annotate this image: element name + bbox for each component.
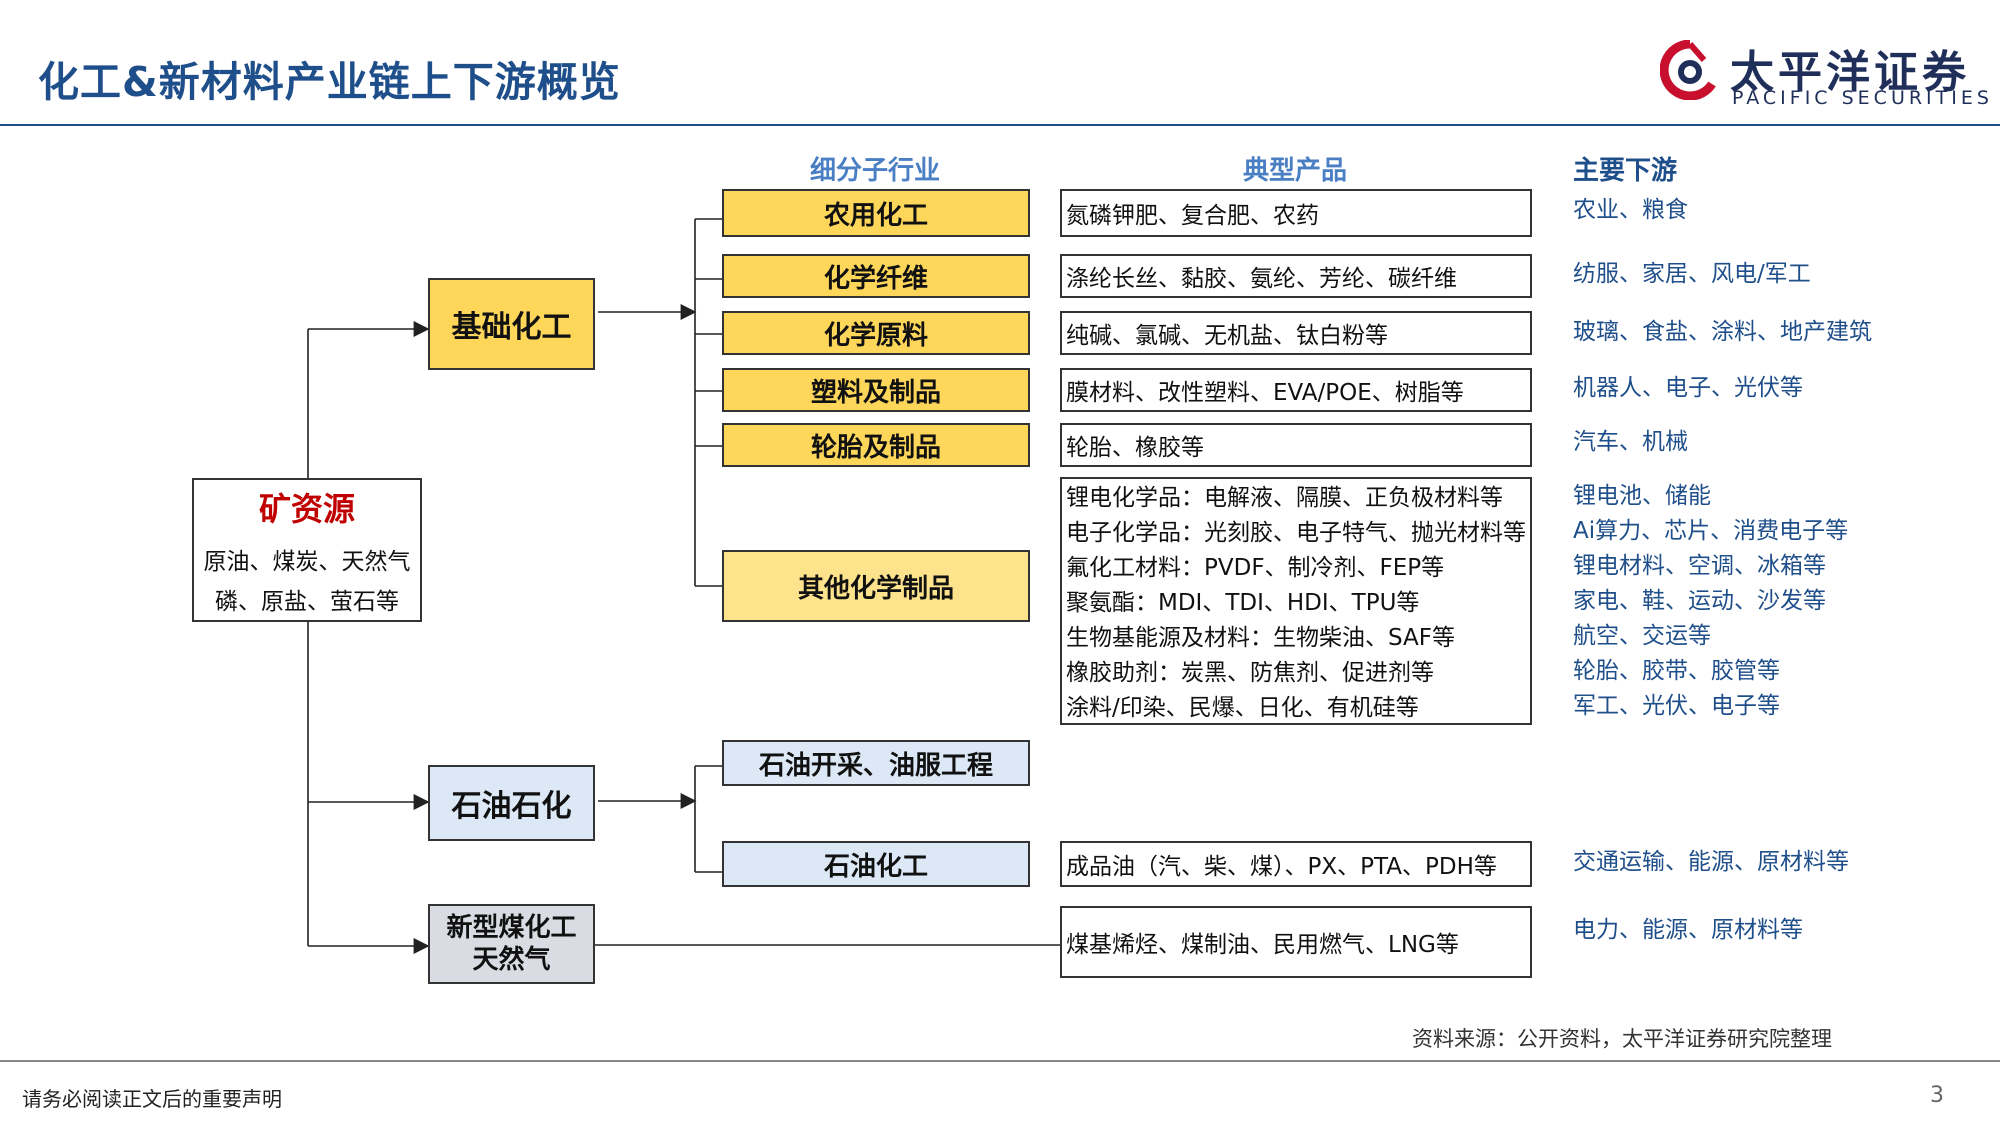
downstream-petrochemical: 交通运输、能源、原材料等 (1573, 849, 1849, 875)
downstream-other-item: 军工、光伏、电子等 (1573, 693, 1780, 719)
brand-name-cn: 太平洋证券 (1730, 47, 1970, 98)
level1-basic-chemicals: 基础化工 (428, 278, 595, 370)
products-other-item: 橡胶助剂：炭黑、防焦剂、促进剂等 (1066, 660, 1434, 686)
products-other-item: 锂电化学品：电解液、隔膜、正负极材料等 (1066, 485, 1503, 511)
products-petrochemical: 成品油（汽、柴、煤）、PX、PTA、PDH等 (1060, 841, 1532, 887)
sub-industry-plastics: 塑料及制品 (722, 368, 1030, 412)
sub-industry-chemical-fibers: 化学纤维 (722, 254, 1030, 298)
products-other-item: 氟化工材料：PVDF、制冷剂、FEP等 (1066, 555, 1445, 581)
downstream-plastics: 机器人、电子、光伏等 (1573, 375, 1803, 401)
root-line-2: 磷、原盐、萤石等 (215, 589, 399, 615)
level1-coal-chemicals: 新型煤化工 天然气 (428, 904, 595, 984)
level1-petrochemicals: 石油石化 (428, 765, 595, 841)
products-tires: 轮胎、橡胶等 (1060, 423, 1532, 467)
downstream-other-item: 锂电材料、空调、冰箱等 (1573, 553, 1826, 579)
downstream-other-chemicals: 锂电池、储能 Ai算力、芯片、消费电子等 锂电材料、空调、冰箱等 家电、鞋、运动… (1573, 479, 1848, 724)
downstream-other-item: 家电、鞋、运动、沙发等 (1573, 588, 1826, 614)
products-other-item: 电子化学品：光刻胶、电子特气、抛光材料等 (1066, 520, 1526, 546)
downstream-other-item: 航空、交运等 (1573, 623, 1711, 649)
downstream-chemical-fibers: 纺服、家居、风电/军工 (1573, 261, 1811, 287)
downstream-other-item: Ai算力、芯片、消费电子等 (1573, 518, 1849, 544)
sub-industry-other-chemicals: 其他化学制品 (722, 550, 1030, 622)
downstream-tires: 汽车、机械 (1573, 429, 1688, 455)
sub-industry-oil-extraction: 石油开采、油服工程 (722, 740, 1030, 786)
source-note: 资料来源：公开资料，太平洋证券研究院整理 (1412, 1027, 1832, 1051)
sub-industry-chemical-raw-materials: 化学原料 (722, 311, 1030, 355)
brand-name-en: PACIFIC SECURITIES (1732, 87, 1993, 109)
products-plastics: 膜材料、改性塑料、EVA/POE、树脂等 (1060, 368, 1532, 412)
sub-industry-agro-chemicals: 农用化工 (722, 189, 1030, 237)
products-agro-chemicals: 氮磷钾肥、复合肥、农药 (1060, 189, 1532, 237)
coal-line-2: 天然气 (472, 945, 551, 975)
page-title: 化工&新材料产业链上下游概览 (38, 58, 621, 106)
sub-industry-petrochemical: 石油化工 (722, 841, 1030, 887)
products-chemical-fibers: 涤纶长丝、黏胶、氨纶、芳纶、碳纤维 (1060, 254, 1532, 298)
products-other-item: 生物基能源及材料：生物柴油、SAF等 (1066, 625, 1455, 651)
footer-divider (0, 1060, 2000, 1062)
downstream-chemical-raw-materials: 玻璃、食盐、涂料、地产建筑 (1573, 319, 1872, 345)
root-box-mineral-resources: 矿资源 原油、煤炭、天然气 磷、原盐、萤石等 (192, 478, 422, 622)
column-heading-typical-products: 典型产品 (1243, 156, 1348, 186)
page-number: 3 (1930, 1083, 1944, 1108)
column-heading-main-downstream: 主要下游 (1573, 156, 1678, 186)
sub-industry-tires: 轮胎及制品 (722, 423, 1030, 467)
products-other-item: 涂料/印染、民爆、日化、有机硅等 (1066, 695, 1419, 721)
downstream-coal-chemicals: 电力、能源、原材料等 (1573, 917, 1803, 943)
products-coal-chemicals: 煤基烯烃、煤制油、民用燃气、LNG等 (1060, 906, 1532, 978)
downstream-other-item: 锂电池、储能 (1573, 483, 1711, 509)
products-chemical-raw-materials: 纯碱、氯碱、无机盐、钛白粉等 (1060, 311, 1532, 355)
disclaimer-note: 请务必阅读正文后的重要声明 (22, 1087, 282, 1111)
root-title: 矿资源 (258, 490, 355, 528)
products-other-item: 聚氨酯：MDI、TDI、HDI、TPU等 (1066, 590, 1420, 616)
downstream-other-item: 轮胎、胶带、胶管等 (1573, 658, 1780, 684)
column-heading-sub-industry: 细分子行业 (810, 156, 941, 186)
coal-line-1: 新型煤化工 (446, 913, 577, 943)
pacific-logo-icon (1660, 40, 1716, 100)
header-divider (0, 124, 2000, 126)
root-line-1: 原油、煤炭、天然气 (203, 549, 411, 575)
products-other-chemicals: 锂电化学品：电解液、隔膜、正负极材料等 电子化学品：光刻胶、电子特气、抛光材料等… (1060, 477, 1532, 725)
downstream-agro-chemicals: 农业、粮食 (1573, 197, 1688, 223)
